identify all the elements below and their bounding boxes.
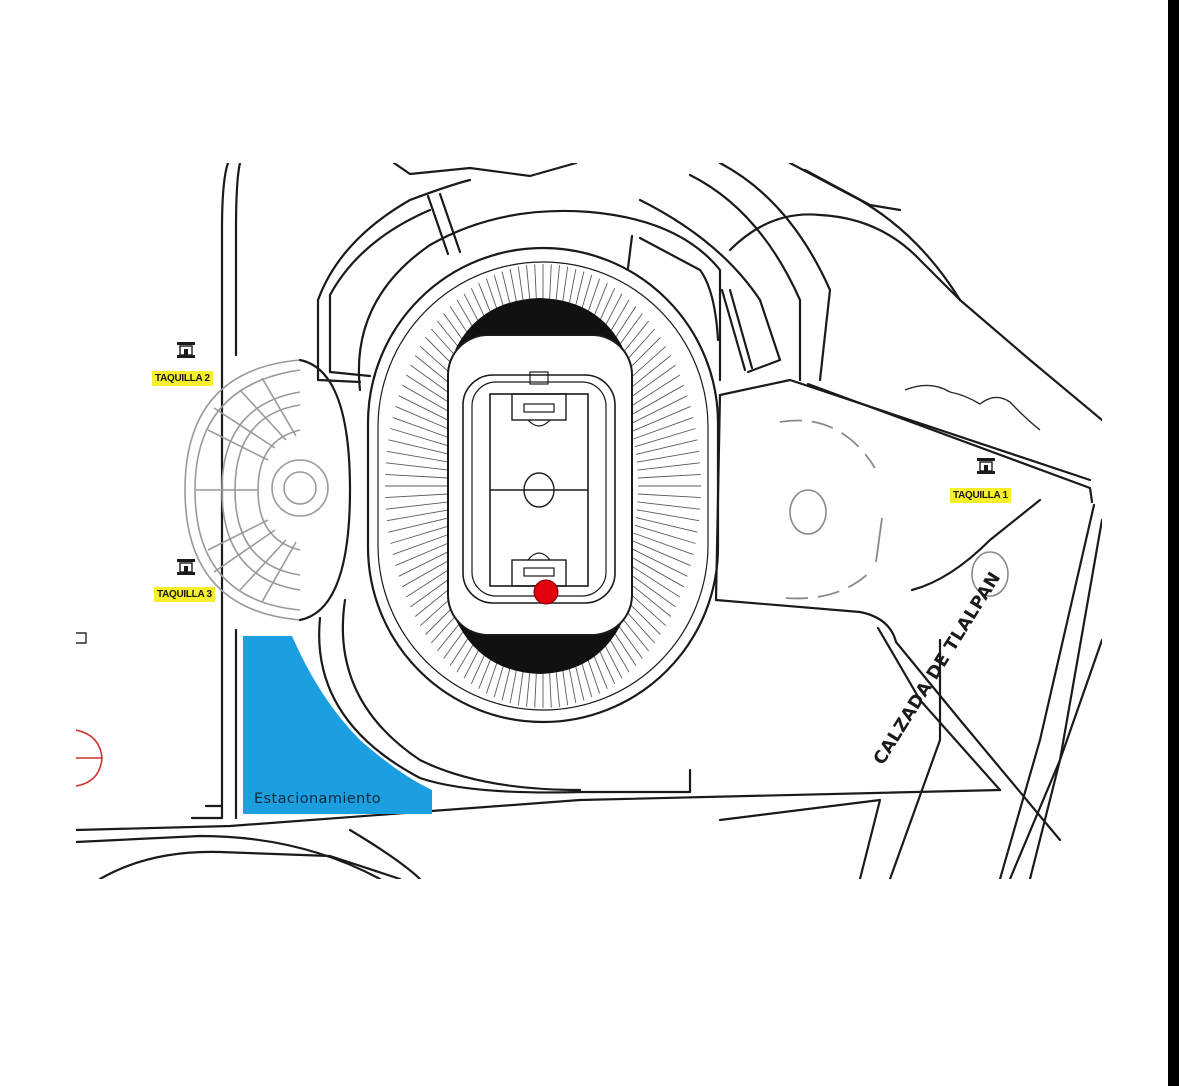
seating-ray [637, 501, 701, 510]
seating-ray [634, 428, 696, 448]
seating-ray [635, 439, 698, 455]
seating-ray [390, 428, 452, 448]
seating-ray [385, 462, 449, 471]
seating-ray [637, 493, 701, 499]
parking-label: Estacionamiento [254, 791, 382, 807]
seating-ray [392, 416, 453, 440]
seating-ray [631, 540, 691, 567]
ticket-booth-label-2: TAQUILLA 2 [152, 371, 213, 386]
seating-ray [631, 405, 691, 432]
seating-ray [386, 450, 450, 463]
seating-ray [385, 473, 449, 479]
seating-ray [395, 540, 455, 567]
seating-ray [636, 450, 700, 463]
ticket-booth-icon [177, 559, 195, 575]
seating-ray [395, 405, 455, 432]
road-network [76, 163, 1102, 879]
seating-ray [634, 524, 696, 544]
location-marker-icon [533, 579, 559, 605]
seating-ray [637, 462, 701, 471]
ticket-booth-icon [977, 458, 995, 474]
seating-ray [398, 395, 457, 425]
seating-ray [627, 384, 685, 418]
seating-ray [629, 547, 688, 577]
tree-line [904, 384, 1041, 431]
ticket-booth-icon [177, 342, 195, 358]
seating-ray [398, 547, 457, 577]
seating-ray [625, 561, 681, 598]
west-plaza [184, 358, 352, 622]
seating-ray [637, 473, 701, 479]
seating-ray [388, 439, 451, 455]
seating-ray [386, 509, 450, 522]
seating-ray [388, 517, 451, 533]
seating-ray [390, 524, 452, 544]
parking-area [243, 636, 432, 814]
seating-ray [633, 416, 694, 440]
ticket-booth-label-3: TAQUILLA 3 [154, 587, 215, 602]
seating-ray [627, 554, 685, 588]
seating-ray [385, 493, 449, 499]
seating-ray [629, 395, 688, 425]
ticket-booth-label-1: TAQUILLA 1 [950, 488, 1011, 503]
seating-ray [385, 501, 449, 510]
seating-ray [636, 509, 700, 522]
seating-ray [633, 532, 694, 556]
seating-ray [625, 374, 681, 411]
east-plaza [779, 419, 1009, 600]
seating-ray [392, 532, 453, 556]
seating-ray [635, 517, 698, 533]
